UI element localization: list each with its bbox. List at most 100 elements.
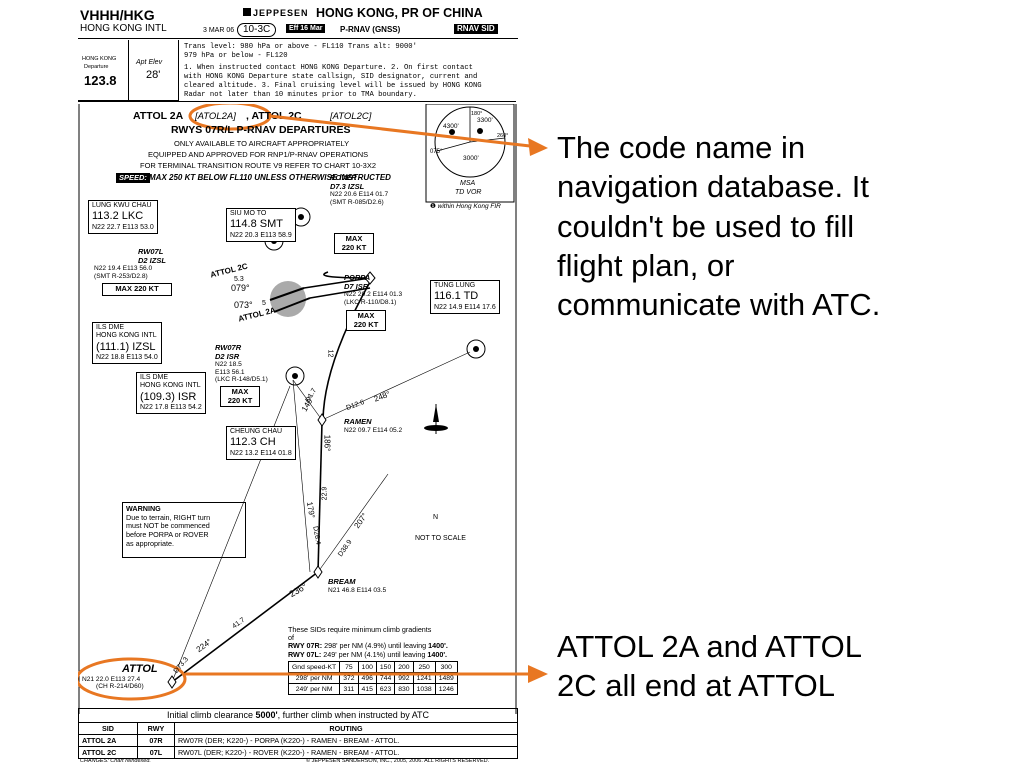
equipment-note: EQUIPPED AND APPROVED FOR RNP1/P-RNAV OP…: [148, 150, 369, 159]
td-navaid: TUNG LUNG 116.1 TD N22 14.9 E114 17.6: [430, 280, 500, 314]
jeppesen-logo-icon: [243, 8, 251, 16]
annotation-attol-end: ATTOL 2A and ATTOL 2C all end at ATTOL: [557, 629, 862, 704]
terrain-warning: WARNING Due to terrain, RIGHT turn must …: [122, 502, 246, 558]
icao-code: VHHH/HKG: [80, 7, 155, 23]
rw07r-fix: RW07R D2 ISR N22 18.5 E113 56.1 (LKC R-1…: [215, 343, 268, 384]
attol-fix: ATTOL N21 22.0 E113 27.4 (CH R-214/D60): [82, 663, 158, 691]
route-bearing: 179°: [304, 500, 317, 519]
scale-note: NOT TO SCALE: [415, 535, 466, 542]
sid-code-c: [ATOL2C]: [330, 111, 372, 122]
track-ramen: [322, 281, 371, 421]
publisher-logo: JEPPESEN: [243, 8, 309, 18]
transition-note: FOR TERMINAL TRANSITION ROUTE V9 REFER T…: [140, 161, 377, 170]
circle-1-icon: ❶: [430, 203, 438, 210]
sid-title-c: , ATTOL 2C: [246, 110, 302, 122]
msa-alt-s: 3000': [463, 155, 479, 162]
elev-label: Apt Elev: [136, 59, 163, 66]
msa-alt-ne: 3300': [477, 117, 493, 124]
smt-navaid: SIU MO TO 114.8 SMT N22 20.3 E113 58.9: [226, 208, 296, 242]
route-dist: 5: [262, 300, 266, 307]
track-bream-attol: [171, 571, 319, 683]
speed-tag: SPEED:: [116, 173, 150, 183]
chart-number: 10-3C: [237, 23, 277, 37]
highlight-attol: [78, 657, 187, 701]
divider: [128, 40, 129, 100]
route-dist: 12: [326, 349, 334, 358]
ch-navaid: CHEUNG CHAU 112.3 CH N22 13.2 E114 01.8: [226, 426, 296, 460]
route-bearing: 079°: [231, 283, 250, 293]
note-line: cleared altitude. 3. Final cruising leve…: [184, 82, 482, 90]
city-name: HONG KONG, PR OF CHINA: [316, 6, 483, 20]
chart-header: VHHH/HKG HONG KONG INTL JEPPESEN HONG KO…: [78, 4, 518, 39]
gradient-intro-2: of: [288, 633, 294, 642]
airport-name: HONG KONG INTL: [80, 23, 167, 34]
rover-fix-icon: [364, 271, 376, 285]
gradient-07r: RWY 07R: 298' per NM (4.9%) until leavin…: [288, 641, 448, 650]
note-line: Trans level: 980 hPa or above - FL110 Tr…: [184, 43, 417, 51]
msa-alt-n: 4300': [443, 123, 459, 130]
freq-label: HONG KONG: [82, 56, 117, 62]
frequency-box: [78, 40, 179, 101]
msa-label: MSA: [460, 180, 476, 187]
route-map: [78, 104, 517, 714]
ramen-fix: RAMEN N22 09.7 E114 05.2: [344, 417, 403, 434]
approach-chart: VHHH/HKG HONG KONG INTL JEPPESEN HONG KO…: [78, 4, 518, 766]
airport-elevation: 28': [146, 69, 161, 81]
sid-subtitle: RWYS 07R/L P-RNAV DEPARTURES: [171, 124, 351, 136]
freq-label-2: Departure: [84, 64, 109, 70]
isr-navaid: ILS DME HONG KONG INTL (109.3) ISR N22 1…: [136, 372, 206, 415]
msa-bearing: 180°: [471, 111, 483, 117]
changes-note: CHANGES: Chart reindexed.: [80, 758, 151, 764]
msa-label-2: TD VOR: [455, 189, 482, 196]
rover-fix: ROVER D7.3 IZSL N22 20.6 E114 01.7 (SMT …: [330, 173, 389, 206]
gradient-07l: RWY 07L: 249' per NM (4.1%) until leavin…: [288, 650, 448, 659]
north-label: N: [433, 514, 439, 521]
availability-note: ONLY AVAILABLE TO AIRCRAFT APPROPRIATELY: [174, 139, 350, 148]
departure-frequency: 123.8: [84, 73, 117, 88]
msa-bearing: 260°: [497, 133, 509, 139]
north-arrow-icon: [424, 404, 448, 434]
chart-type: RNAV SID: [454, 24, 498, 34]
porpa-fix: PORPA D7 ISR N22 20.2 E114 01.3 (LKC R-1…: [344, 273, 403, 306]
arrow-bottom-head: [528, 665, 548, 683]
speed-restriction: MAX 250 KT BELOW FL110 UNLESS OTHERWISE …: [149, 173, 391, 182]
bream-fix: BREAM N21 46.8 E114 03.5: [328, 577, 387, 594]
navaid-name: LUNG KWU CHAU: [92, 202, 152, 209]
td-vor-icon: [466, 339, 486, 359]
note-line: 979 hPa or below - FL120: [184, 52, 288, 60]
route-bearing: 186°: [322, 434, 332, 452]
bream-fix-icon: [313, 565, 323, 579]
route-dist: 5.3: [234, 276, 244, 283]
track-ramen-bream: [317, 421, 323, 573]
rw07l-fix: RW07L D2 IZSL N22 19.4 E113 56.0 (SMT R-…: [94, 247, 166, 280]
sid-title-a: ATTOL 2A: [133, 110, 184, 122]
note-line: with HONG KONG Departure state callsign,…: [184, 73, 478, 81]
izsl-navaid: ILS DME HONG KONG INTL (111.1) IZSL N22 …: [92, 322, 162, 365]
rw07l-speed-limit: MAX 220 KT: [102, 283, 172, 296]
gradient-intro: These SIDs require minimum climb gradien…: [288, 625, 432, 634]
attol-fix-icon: [167, 675, 177, 689]
copyright: © JEPPESEN SANDERSON, INC., 2005, 2006. …: [306, 758, 490, 764]
navaid-coord: N22 22.7 E113 53.0: [92, 223, 154, 231]
route-dist: 22.9: [321, 486, 329, 501]
ramen-fix-icon: [317, 413, 327, 427]
sid-code-a: [ATOL2A]: [195, 111, 236, 122]
msa-bearing: 075°: [430, 149, 443, 155]
chart-date: 3 MAR 06: [203, 27, 235, 34]
divider: [78, 101, 516, 102]
ch-vor-icon: [285, 366, 305, 386]
effective-date: Eff 16 Mar: [286, 24, 326, 33]
note-line: 1. When instructed contact HONG KONG Dep…: [184, 64, 473, 72]
initial-clearance: Initial climb clearance 5000', further c…: [78, 708, 518, 723]
attol-2a-route: [309, 287, 371, 299]
